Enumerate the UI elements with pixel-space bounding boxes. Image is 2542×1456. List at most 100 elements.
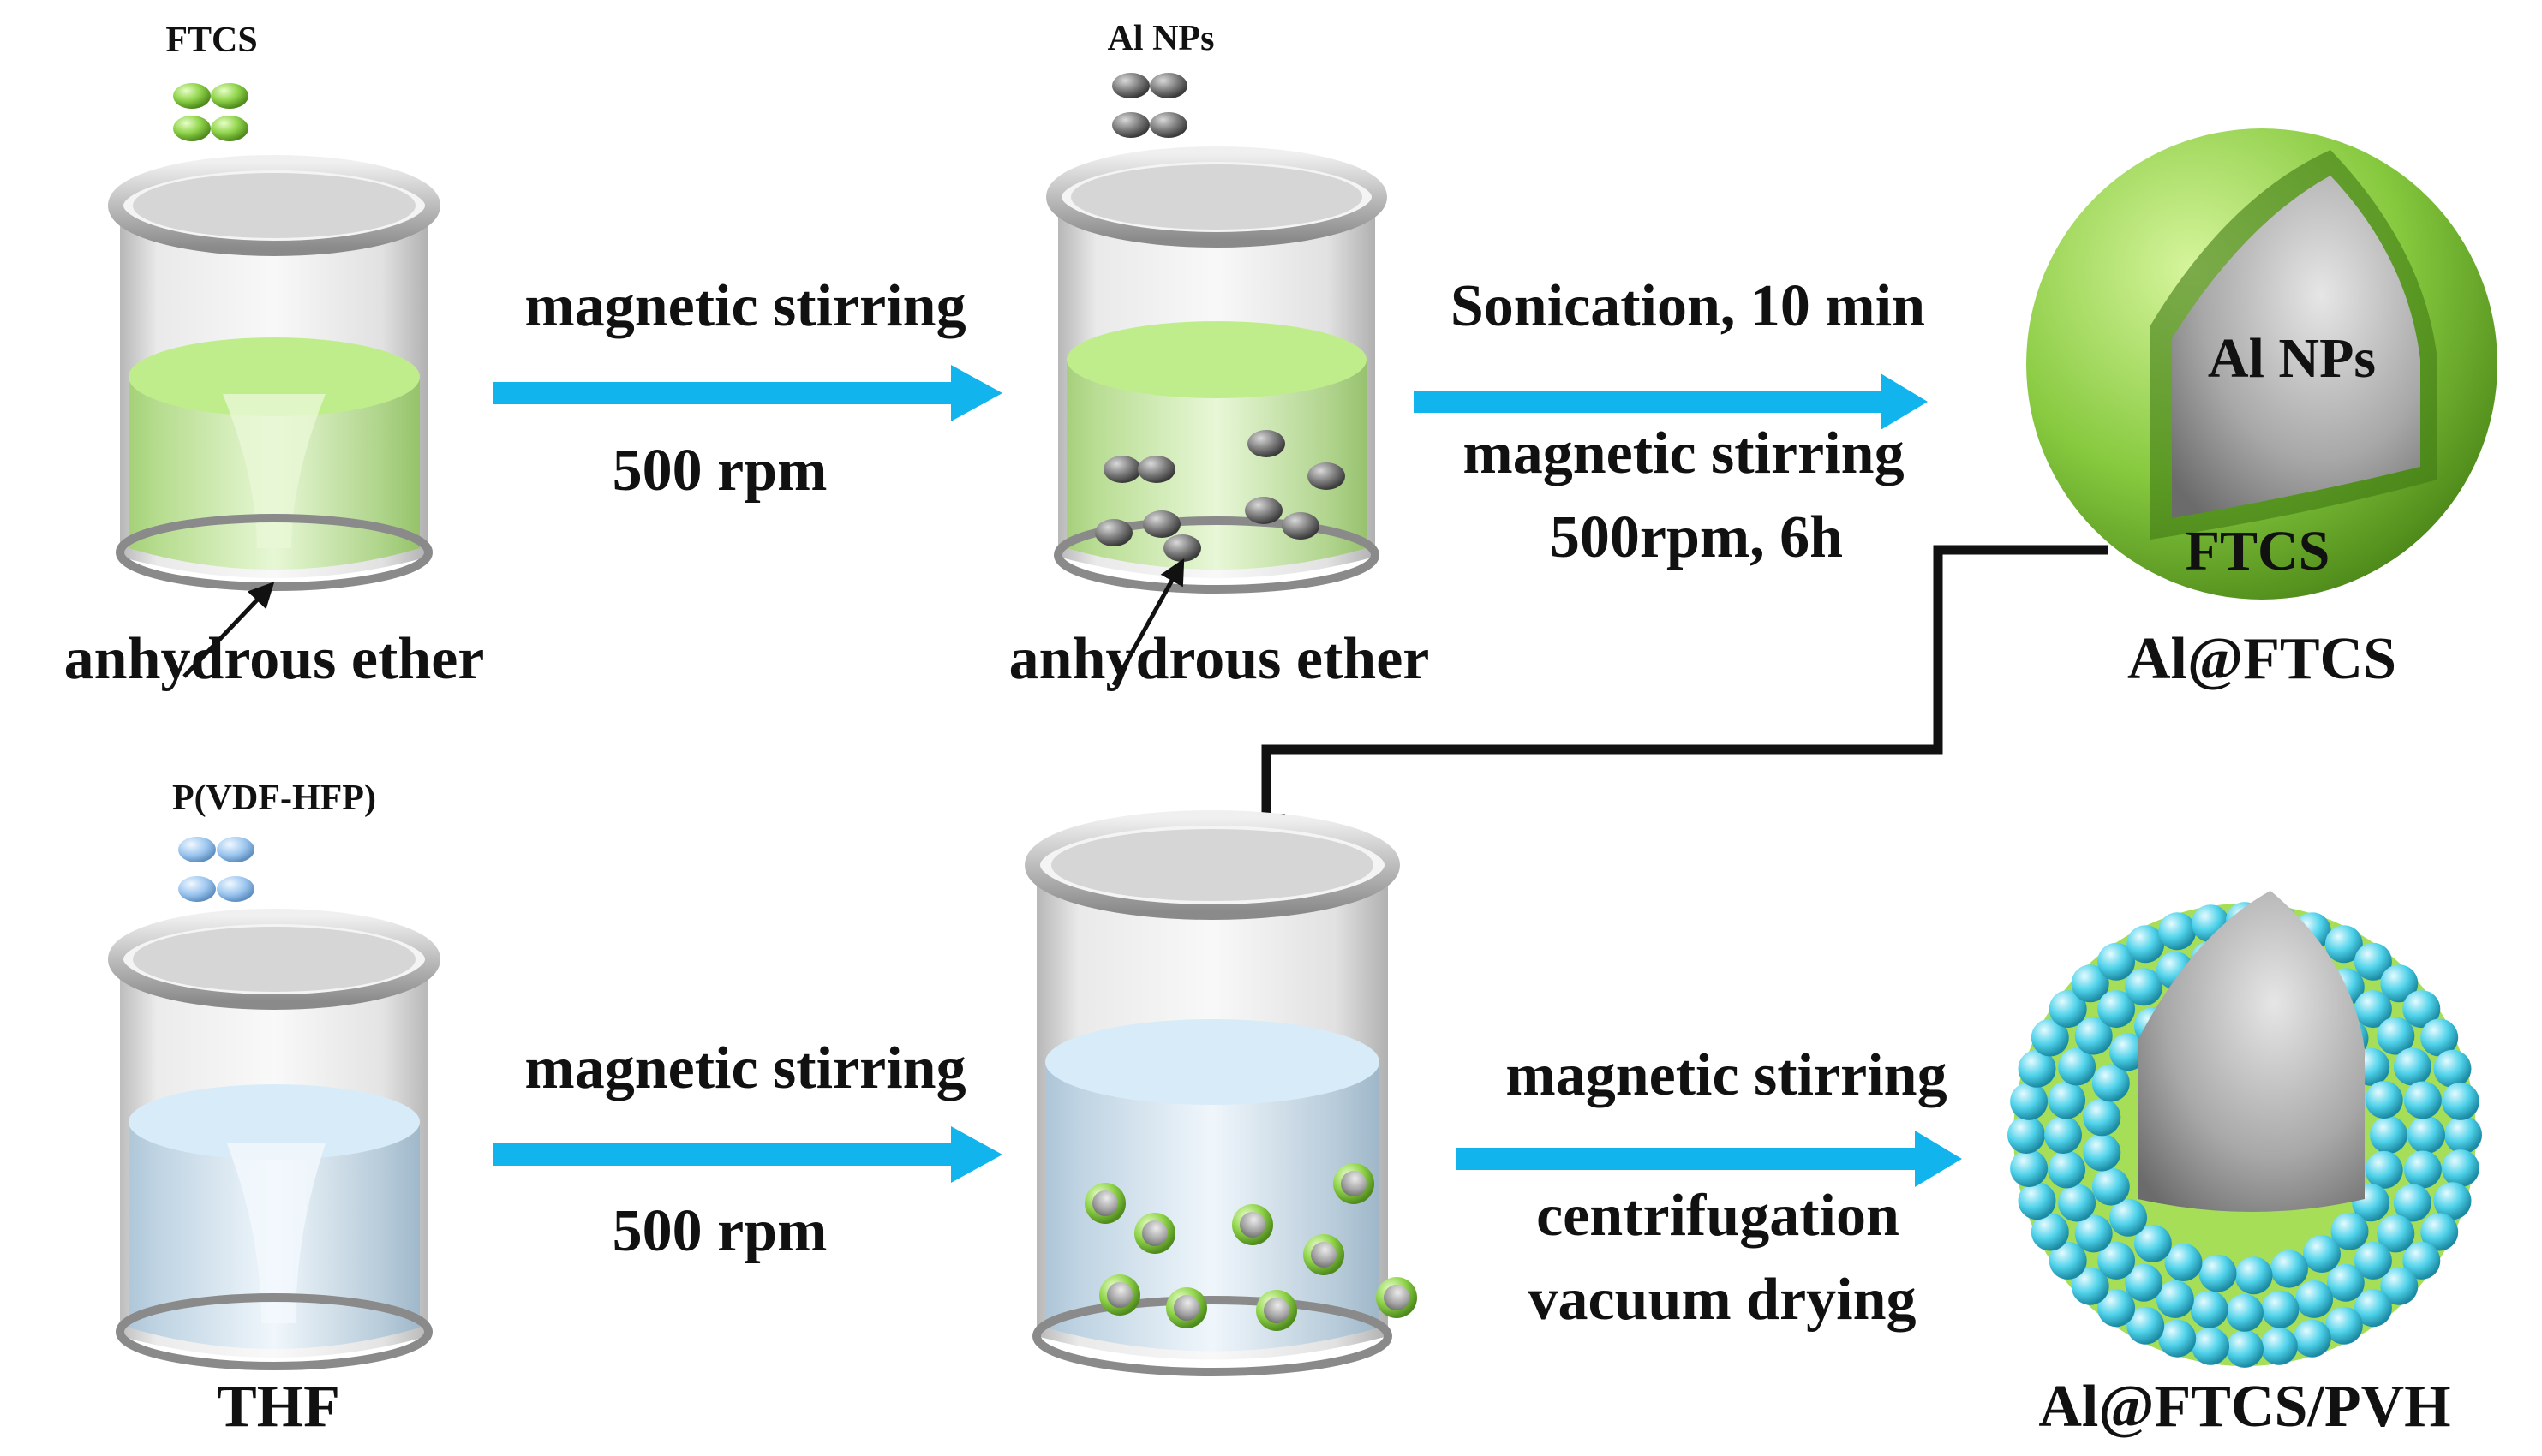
pvh-bead — [2324, 925, 2363, 964]
al-ftcs-sphere — [2026, 128, 2497, 600]
pvh-bead — [2441, 1149, 2479, 1188]
beaker-thf — [108, 909, 440, 1370]
sphere-shell-label: FTCS — [2186, 520, 2330, 582]
pvh-bead — [2259, 1327, 2298, 1365]
pvh-bead — [2074, 1214, 2113, 1253]
pvh-bead — [2058, 1047, 2096, 1086]
pvh-bead — [2407, 1116, 2445, 1154]
al-ftcs-pvh-sphere — [2007, 891, 2482, 1368]
pvh-bead — [2402, 990, 2441, 1029]
pvh-bead — [2097, 1241, 2136, 1280]
al-nps-top-label: Al NPs — [1108, 19, 1215, 58]
pvh-bead — [2377, 1017, 2415, 1055]
step4-above: magnetic stirring — [1505, 1042, 1947, 1108]
pvh-bead — [2091, 1064, 2130, 1102]
anhydrous-ether-label-1: anhydrous ether — [64, 626, 485, 692]
pvh-bead — [2403, 1150, 2442, 1189]
pvh-bead — [2109, 1198, 2148, 1237]
pvh-bead-shell — [2007, 902, 2482, 1368]
pvh-bead — [2377, 1214, 2415, 1253]
pvh-bead — [2010, 1149, 2049, 1188]
pvh-bead — [2048, 1081, 2086, 1119]
pvh-bead — [2097, 990, 2136, 1029]
pvh-bead — [2074, 1017, 2113, 1055]
step1-above: magnetic stirring — [524, 273, 966, 339]
pvh-bead — [2433, 1049, 2472, 1088]
step2-above: Sonication, 10 min — [1450, 273, 1925, 339]
pvh-bead — [2420, 1213, 2459, 1251]
pvh-bead — [2380, 964, 2419, 1003]
step3-below: 500 rpm — [613, 1198, 828, 1264]
pvh-bead — [2326, 1263, 2365, 1302]
beaker-ftcs — [108, 155, 440, 591]
pvh-bead — [2097, 1289, 2136, 1328]
step4-below-2: vacuum drying — [1528, 1267, 1916, 1333]
pvh-bead — [2226, 1293, 2264, 1332]
beaker-mix — [1025, 810, 1417, 1376]
pvh-beads — [178, 837, 254, 902]
pvh-bead — [2403, 1081, 2442, 1119]
pvh-bead — [2380, 1267, 2419, 1305]
pvh-bead — [2370, 1116, 2407, 1154]
pvh-bead — [2393, 1184, 2431, 1222]
pvh-bead — [2293, 1319, 2331, 1358]
step4-below-1: centrifugation — [1536, 1183, 1899, 1249]
al-particles-in-beaker — [1095, 430, 1345, 562]
step2-below-2: 500rpm, 6h — [1550, 504, 1843, 570]
pvh-bead — [2164, 1244, 2203, 1281]
al-nps-beads — [1112, 73, 1187, 138]
pvh-bead — [2018, 1049, 2056, 1088]
pvh-bead — [2303, 1235, 2341, 1273]
thf-label: THF — [217, 1374, 340, 1440]
pvh-bead — [2031, 1018, 2069, 1057]
pvh-bead — [2270, 1250, 2308, 1288]
pvh-bead — [2097, 942, 2136, 981]
ftcs-beads — [173, 83, 248, 141]
pvh-bead — [2126, 1306, 2165, 1345]
pvh-bead — [2324, 1306, 2363, 1345]
pointer-arrow-2 — [1111, 558, 1185, 687]
pvh-bead — [2156, 1280, 2194, 1318]
pvh-bead — [2010, 1082, 2049, 1120]
pvh-bead — [2083, 1133, 2121, 1172]
pvh-bead — [2125, 968, 2163, 1006]
anhydrous-ether-label-2: anhydrous ether — [1009, 626, 1430, 692]
pvh-bead — [2018, 1182, 2056, 1220]
pvh-bead — [2444, 1116, 2482, 1154]
pvh-bead — [2091, 1167, 2130, 1206]
process-arrow-1 — [493, 365, 1002, 421]
step2-below-1: magnetic stirring — [1462, 421, 1904, 486]
pvh-top-label: P(VDF-HFP) — [172, 779, 376, 818]
pvh-bead — [2190, 1290, 2228, 1328]
al-ftcs-pvh-label: Al@FTCS/PVH — [2038, 1374, 2450, 1440]
ftcs-top-label: FTCS — [165, 21, 257, 60]
pvh-bead — [2044, 1116, 2082, 1154]
sphere-core-label: Al NPs — [2208, 327, 2376, 390]
pvh-bead — [2049, 1241, 2087, 1280]
pvh-bead — [2031, 1213, 2069, 1251]
pvh-bead — [2049, 990, 2087, 1029]
pvh-bead — [2295, 1280, 2334, 1318]
process-arrow-3 — [493, 1126, 1002, 1183]
step1-below: 500 rpm — [613, 438, 828, 504]
pvh-bead — [2402, 1241, 2441, 1280]
pvh-bead — [2058, 1184, 2096, 1222]
connector-line — [1261, 545, 2108, 818]
pvh-bead — [2354, 1241, 2392, 1280]
pvh-bead — [2393, 1047, 2431, 1086]
pvh-bead — [2354, 1289, 2392, 1328]
pvh-bead — [2126, 925, 2165, 964]
pvh-bead — [2198, 1254, 2237, 1292]
pvh-bead — [2192, 1327, 2230, 1365]
pvh-bead — [2365, 1081, 2403, 1119]
pvh-bead — [2226, 1329, 2264, 1368]
pvh-bead — [2071, 964, 2109, 1003]
pvh-bead — [2158, 912, 2197, 951]
beaker-al-nps — [1046, 146, 1387, 594]
pvh-bead — [2071, 1267, 2109, 1305]
process-arrow-4 — [1456, 1131, 1962, 1187]
process-arrow-2 — [1414, 373, 1928, 430]
pvh-bead — [2420, 1018, 2459, 1057]
pvh-bead — [2083, 1098, 2121, 1137]
pvh-bead — [2234, 1256, 2273, 1295]
